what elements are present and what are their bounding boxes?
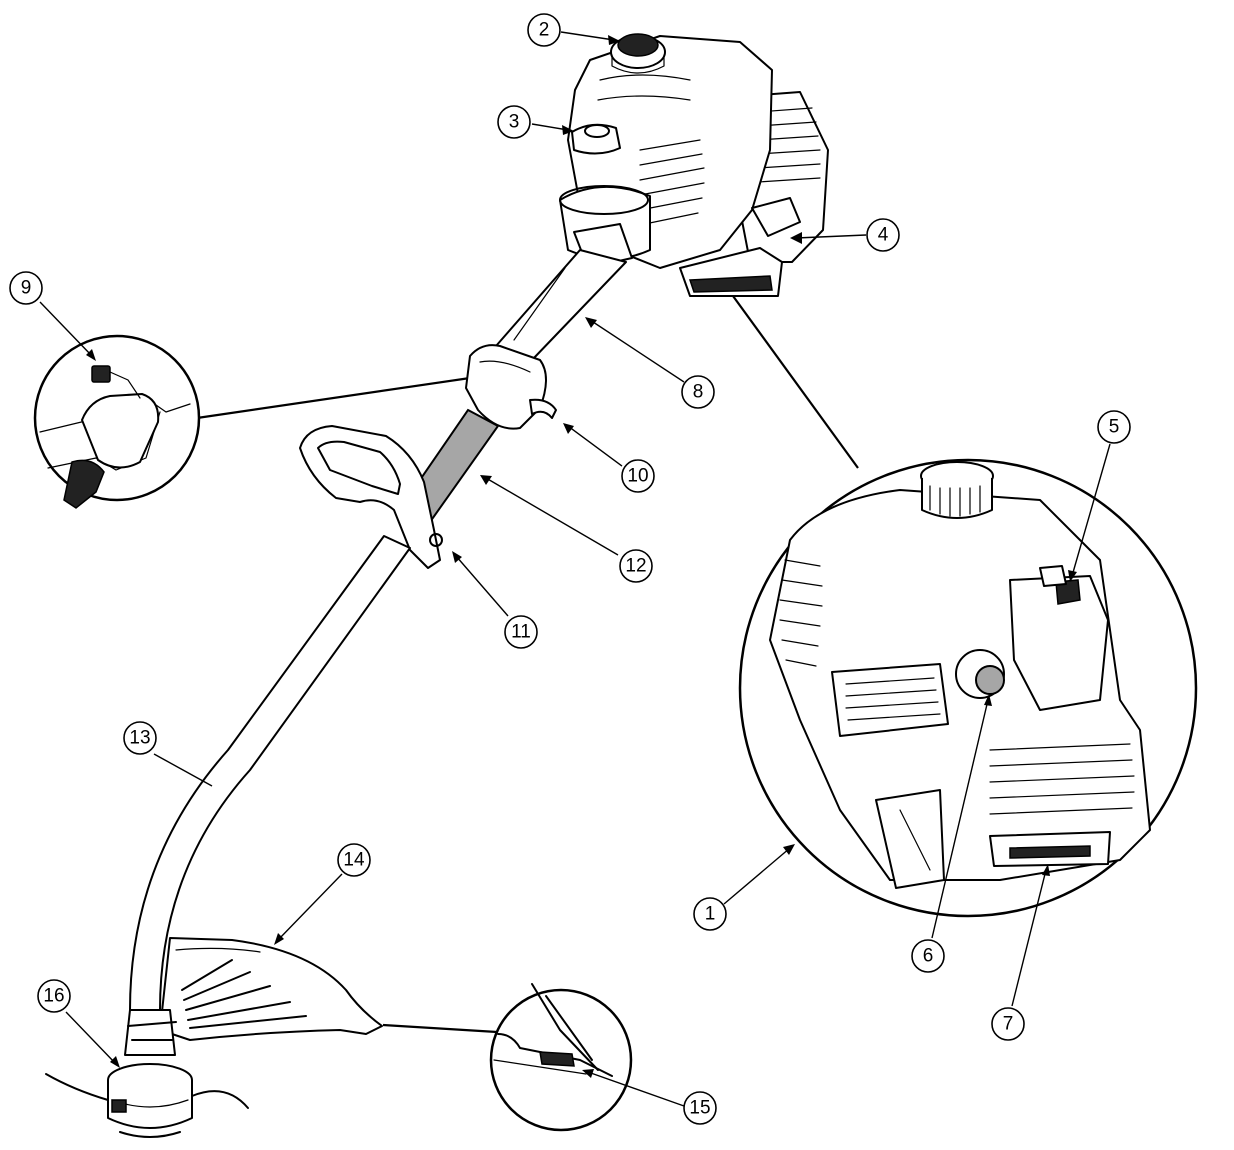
- callout-5-label: 5: [1109, 417, 1120, 438]
- callout-15: 15: [683, 1091, 717, 1125]
- upper-shaft: [495, 249, 627, 361]
- callout-6: 6: [911, 939, 945, 973]
- detail-circle-engine-controls: [738, 458, 1198, 918]
- callout-7: 7: [991, 1007, 1025, 1041]
- callout-12-label: 12: [625, 556, 646, 577]
- callout-12: 12: [619, 549, 653, 583]
- callout-11-label: 11: [511, 622, 531, 643]
- throttle-handle: [465, 344, 557, 430]
- callout-15-label: 15: [689, 1098, 710, 1119]
- callout-1-label: 1: [705, 904, 716, 925]
- debris-shield: [159, 937, 383, 1041]
- trimmer-head: [45, 1009, 249, 1138]
- callout-8: 8: [681, 375, 715, 409]
- detail-circle-throttle-lockout: [33, 334, 201, 509]
- callout-14: 14: [337, 843, 371, 877]
- callout-2-label: 2: [539, 20, 550, 41]
- callout-3-label: 3: [509, 112, 520, 133]
- callout-2: 2: [527, 13, 561, 47]
- callout-16: 16: [37, 979, 71, 1013]
- callout-1: 1: [693, 897, 727, 931]
- callout-6-label: 6: [923, 946, 934, 967]
- detail-circle-line-cutter: [489, 983, 633, 1132]
- callout-14-label: 14: [343, 850, 365, 871]
- callout-4: 4: [866, 218, 900, 252]
- assist-handle: [299, 425, 443, 569]
- callout-13-label: 13: [129, 728, 150, 749]
- callout-16-label: 16: [43, 986, 64, 1007]
- callout-4-label: 4: [878, 225, 889, 246]
- engine-powerhead: [559, 33, 829, 297]
- callout-11: 11: [504, 615, 538, 649]
- callout-8-label: 8: [693, 382, 704, 403]
- leader-lines: [39, 31, 1111, 1107]
- callout-3: 3: [497, 105, 531, 139]
- callout-10-label: 10: [627, 466, 648, 487]
- callout-7-label: 7: [1003, 1014, 1014, 1035]
- callout-9: 9: [9, 271, 43, 305]
- callout-13: 13: [123, 721, 157, 755]
- callout-5: 5: [1097, 410, 1131, 444]
- detail-connector-lines: [196, 295, 859, 1034]
- callout-10: 10: [621, 459, 655, 493]
- callout-9-label: 9: [21, 278, 32, 299]
